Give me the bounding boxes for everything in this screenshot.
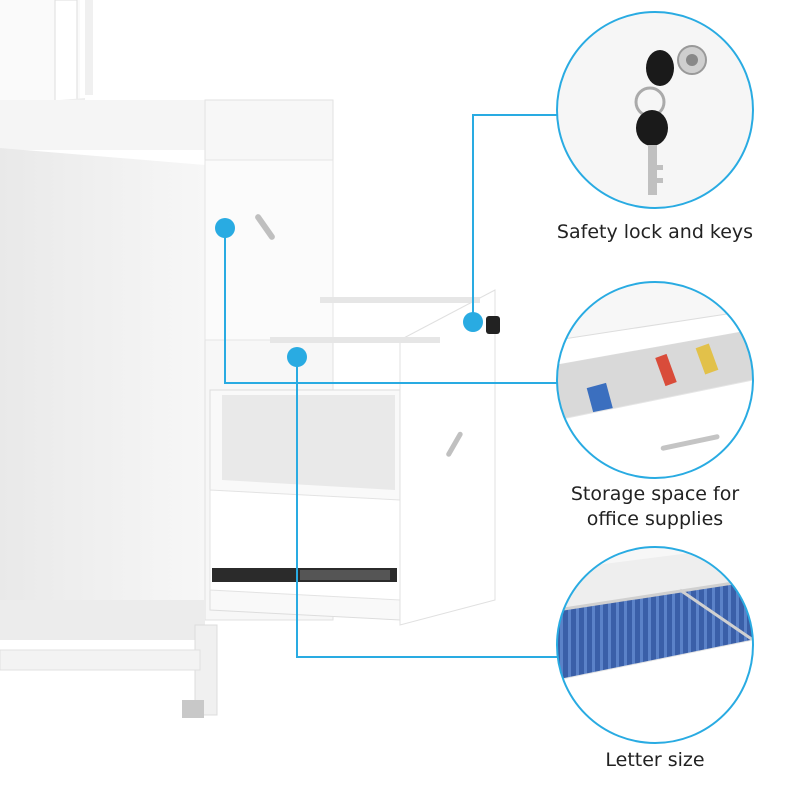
feature-label-letter-text: Letter size xyxy=(605,749,705,771)
feature-label-storage-line1: Storage space for xyxy=(570,483,740,505)
lock-icon xyxy=(486,316,500,334)
hanging-folders-icon xyxy=(556,546,754,744)
feature-label-lock-text: Safety lock and keys xyxy=(556,221,754,243)
feature-label-letter: Letter size xyxy=(535,748,775,773)
callout-dot-letter xyxy=(287,347,307,367)
callout-dot-storage xyxy=(215,218,235,238)
feature-label-storage-line2: office supplies xyxy=(586,508,724,530)
lock-and-keys-icon xyxy=(556,11,754,209)
feature-label-storage: Storage space for office supplies xyxy=(535,482,775,532)
storage-drawer-icon xyxy=(556,281,754,479)
open-drawer xyxy=(209,289,500,626)
feature-label-lock: Safety lock and keys xyxy=(535,220,775,245)
callout-dot-lock xyxy=(463,312,483,332)
callout-lines xyxy=(224,114,560,658)
